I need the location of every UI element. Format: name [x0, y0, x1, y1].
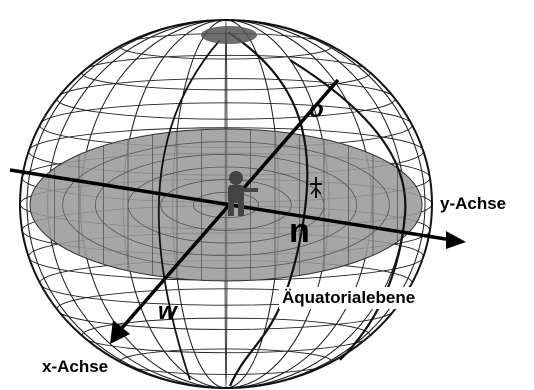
label-w: w — [158, 298, 177, 325]
pole-cap — [201, 26, 257, 44]
equatorial-plane-label: Äquatorialebene — [279, 287, 419, 309]
star-icon — [310, 177, 322, 198]
plane-grid-ring — [62, 141, 390, 269]
plane-grid-ring — [192, 191, 260, 219]
longitude-line — [26, 20, 426, 388]
x-axis-arrowhead — [110, 320, 130, 344]
label-n: n — [289, 212, 310, 250]
meridian-arc — [227, 31, 309, 387]
sphere-outline — [19, 19, 433, 389]
x-axis-label: x-Achse — [42, 357, 109, 376]
y-axis-arrowhead — [446, 231, 466, 249]
plane-grid-ring — [127, 166, 325, 244]
person-figure-icon — [228, 171, 258, 216]
plane-grid-ring — [160, 179, 292, 231]
plane-grid-ring — [94, 153, 358, 257]
hour-circle-arc — [157, 39, 221, 381]
label-o: o — [309, 96, 324, 123]
observer-circle-arc — [289, 59, 407, 361]
y-axis-label: y-Achse — [440, 194, 507, 213]
